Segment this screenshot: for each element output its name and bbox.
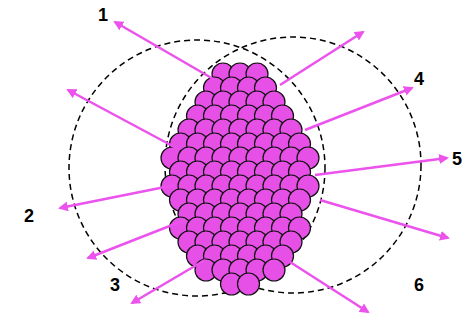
callout-number: 1 xyxy=(98,6,108,24)
callout-number: 5 xyxy=(452,150,462,168)
callout-number: 3 xyxy=(110,276,120,294)
callout-number: 6 xyxy=(414,276,424,294)
dashed-circle xyxy=(69,40,325,296)
outward-arrows xyxy=(60,22,448,312)
callout-number: 2 xyxy=(24,207,34,225)
callout-number: 4 xyxy=(414,70,424,88)
particle-cluster xyxy=(161,63,319,295)
